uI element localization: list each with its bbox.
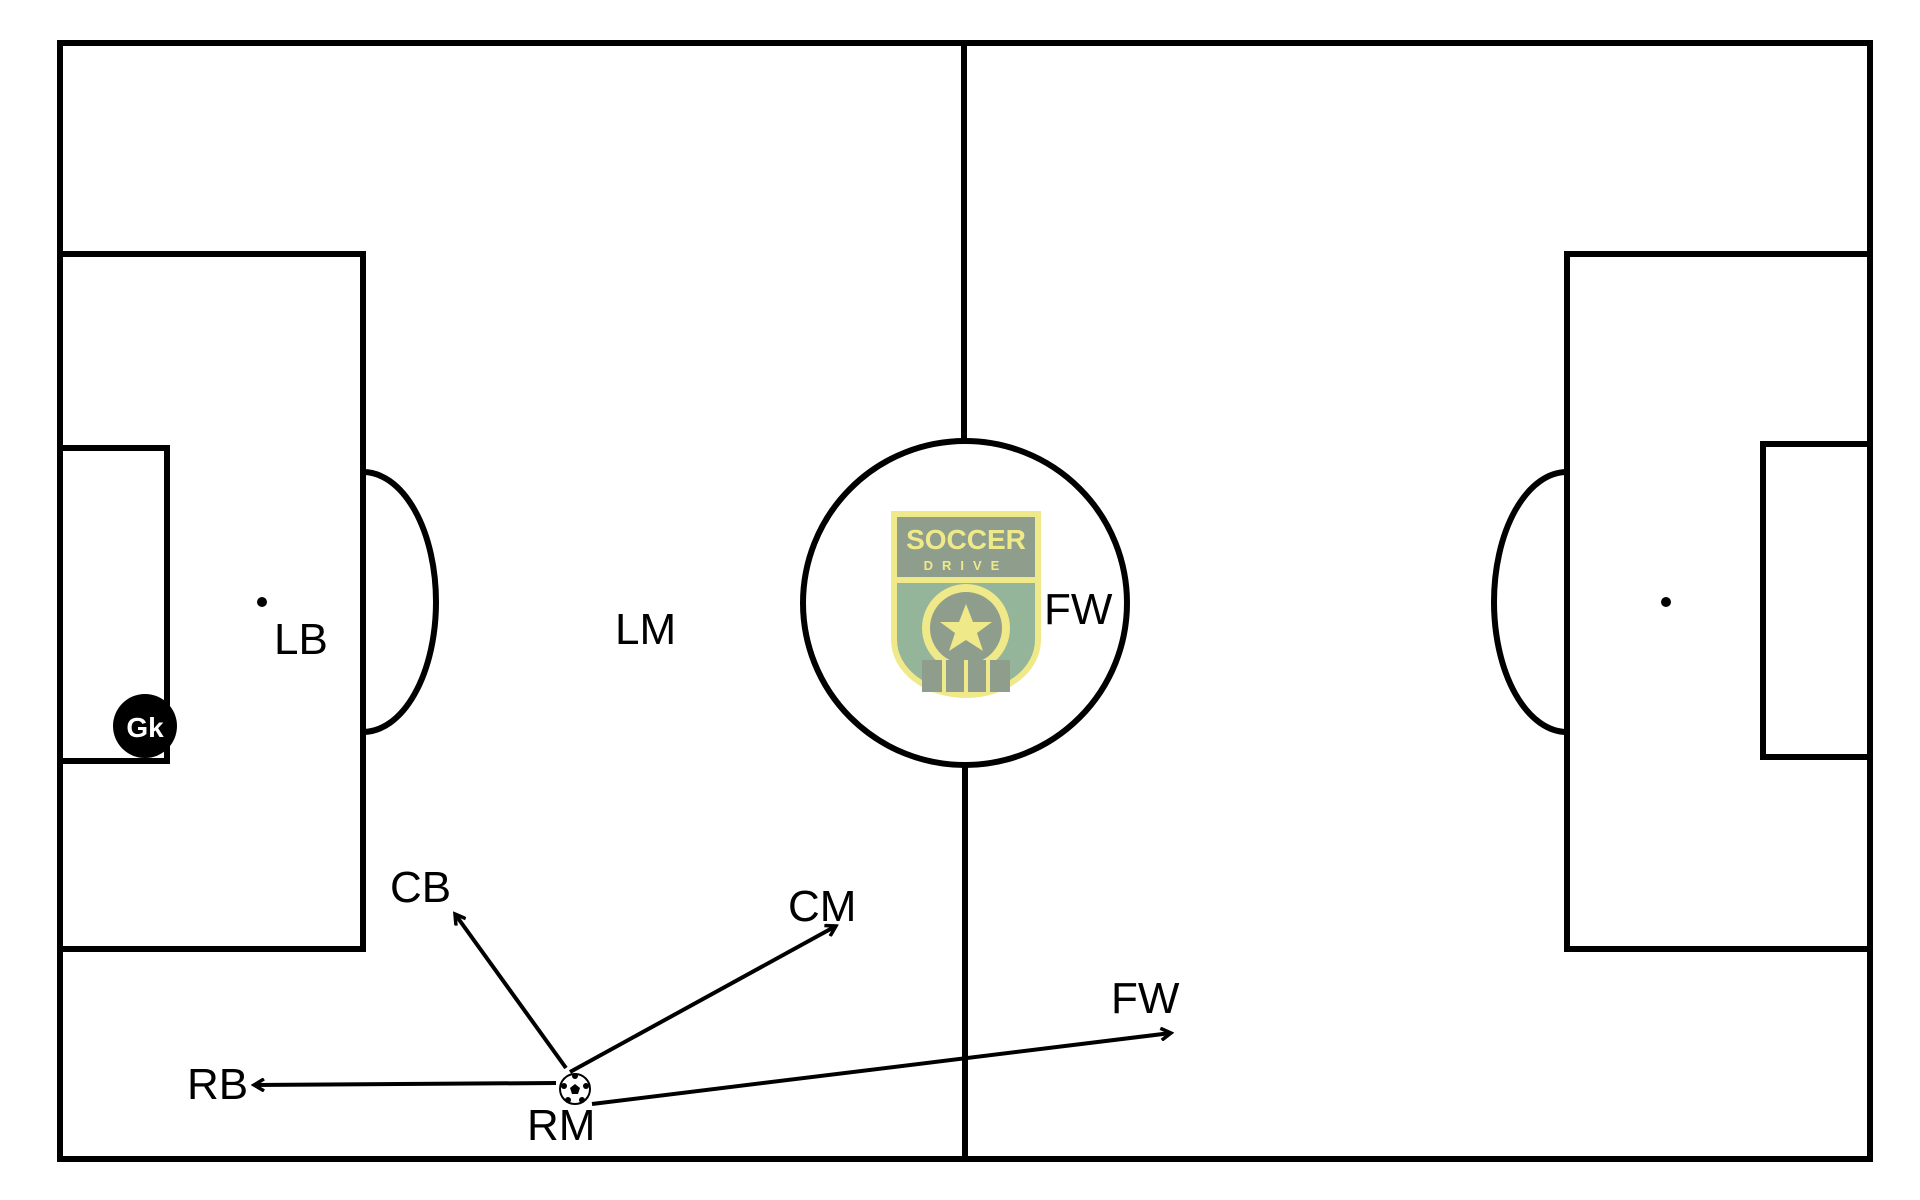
right-goal-box	[1760, 441, 1870, 760]
pass-arrow-cb	[455, 914, 568, 1070]
player-label-lb[interactable]: LB	[274, 615, 328, 664]
logo-text-drive: DRIVE	[924, 558, 1009, 573]
right-penalty-arc	[1491, 469, 1568, 735]
player-label-fw-center[interactable]: FW	[1044, 585, 1113, 634]
soccer-ball-icon[interactable]	[559, 1073, 591, 1105]
logo-text-soccer: SOCCER	[906, 524, 1026, 555]
left-goal-box	[60, 445, 170, 764]
right-penalty-box	[1564, 251, 1870, 952]
player-label-fw-right[interactable]: FW	[1111, 974, 1180, 1023]
pass-arrow-cm	[569, 926, 836, 1074]
player-label-cb[interactable]: CB	[390, 863, 451, 912]
player-label-rm[interactable]: RM	[527, 1101, 595, 1150]
pass-arrow-rb	[254, 1083, 557, 1085]
right-penalty-spot	[1661, 597, 1671, 607]
player-label-rb[interactable]: RB	[187, 1060, 248, 1109]
goalkeeper-marker[interactable]: Gk	[113, 694, 177, 758]
center-circle	[800, 438, 1130, 768]
soccer-drive-logo: SOCCER DRIVE	[891, 511, 1041, 698]
player-label-cm[interactable]: CM	[788, 882, 856, 931]
left-penalty-arc	[362, 469, 439, 735]
left-penalty-box	[60, 251, 366, 952]
pass-arrow-fw	[591, 1033, 1171, 1106]
left-penalty-spot	[257, 597, 267, 607]
player-label-lm[interactable]: LM	[615, 605, 676, 654]
goalkeeper-label: Gk	[126, 712, 164, 743]
